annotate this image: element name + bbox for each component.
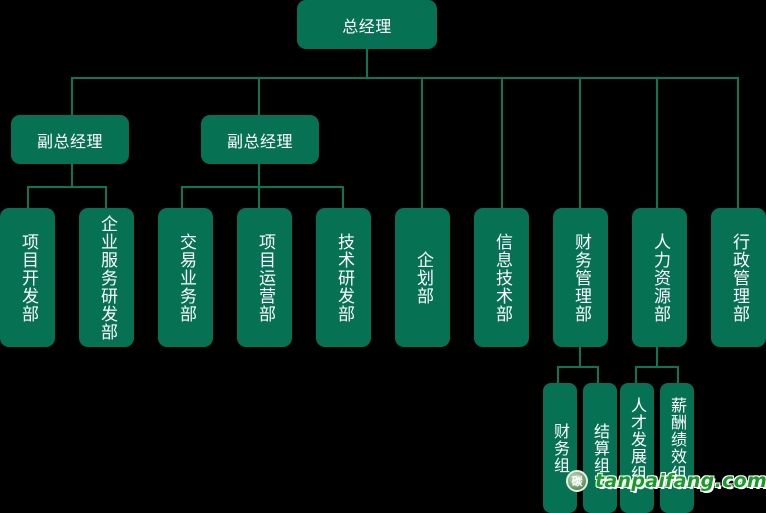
drop-hr-b [677,366,679,384]
node-enterprise-service-rd: 企业服务研发部 [79,208,134,347]
deputy1-connector [71,163,73,187]
node-project-operations: 项目运营部 [237,208,292,347]
node-talent-development-group: 人才发展组 [620,383,654,513]
drop-hr [656,77,658,209]
node-settlement-group: 结算组 [583,383,617,513]
node-planning: 企划部 [395,208,450,347]
node-administration: 行政管理部 [711,208,766,347]
drop-finance [579,77,581,209]
watermark-text: tanpaifang.com [595,470,766,492]
node-finance-management: 财务管理部 [553,208,608,347]
drop-d2-c [342,186,344,209]
leaf-logo-icon: 碳 [566,470,588,492]
deputy2-bus [181,186,344,188]
drop-planning [421,77,423,209]
drop-deputy-2 [258,77,260,116]
node-human-resources: 人力资源部 [632,208,687,347]
drop-d2-a [181,186,183,209]
node-general-manager: 总经理 [297,0,437,49]
watermark: 碳 tanpaifang.com [566,470,766,492]
hr-bus [635,366,679,368]
node-tech-rd: 技术研发部 [316,208,371,347]
node-finance-group: 财务组 [543,383,577,513]
node-deputy-gm-1: 副总经理 [11,115,129,164]
drop-d2-b [258,186,260,209]
finance-bus [557,366,599,368]
node-compensation-performance-group: 薪酬绩效组 [660,383,694,513]
drop-admin [737,77,739,209]
drop-deputy-1 [71,77,73,116]
node-deputy-gm-2: 副总经理 [201,115,319,164]
finance-connector [579,345,581,367]
root-connector [366,48,368,78]
drop-it [501,77,503,209]
level1-bus [71,77,739,79]
drop-d1-b [105,186,107,209]
drop-fin-a [557,366,559,384]
drop-fin-b [597,366,599,384]
drop-hr-a [635,366,637,384]
hr-connector [656,345,658,367]
drop-d1-a [27,186,29,209]
deputy1-bus [27,186,107,188]
node-trading-business: 交易业务部 [158,208,213,347]
deputy2-connector [258,163,260,187]
node-information-technology: 信息技术部 [474,208,529,347]
node-project-development: 项目开发部 [0,208,55,347]
